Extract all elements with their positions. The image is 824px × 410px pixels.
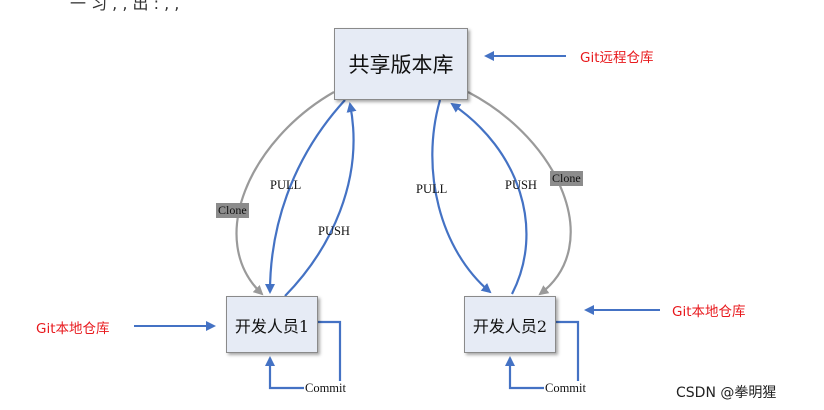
git-local-left-label: Git本地仓库 bbox=[36, 321, 110, 337]
pull-right-label: PULL bbox=[416, 182, 448, 196]
push-left-arrow bbox=[284, 102, 357, 297]
clone-left-label: Clone bbox=[216, 203, 249, 218]
cut-off-header-text: 一 习 , , 出 : , , bbox=[70, 0, 180, 13]
clone-right-label: Clone bbox=[550, 171, 583, 186]
shared-repo-node: 共享版本库 bbox=[334, 28, 468, 100]
pull-left-arrow bbox=[265, 99, 346, 294]
pull-left-label: PULL bbox=[270, 178, 302, 192]
commit-left-label: Commit bbox=[304, 381, 347, 396]
clone-left-arrow bbox=[235, 91, 335, 296]
developer-1-node: 开发人员1 bbox=[226, 296, 318, 353]
push-left-label: PUSH bbox=[318, 224, 350, 238]
developer-2-node: 开发人员2 bbox=[464, 296, 556, 353]
git-local-right-label: Git本地仓库 bbox=[672, 304, 746, 320]
pull-right-arrow bbox=[431, 99, 492, 294]
push-right-arrow bbox=[450, 102, 528, 295]
git-remote-label: Git远程仓库 bbox=[580, 50, 654, 66]
commit-right-label: Commit bbox=[544, 381, 587, 396]
push-right-label: PUSH bbox=[505, 178, 537, 192]
clone-right-arrow bbox=[467, 91, 572, 296]
csdn-watermark: CSDN @拳明猩 bbox=[676, 385, 777, 401]
